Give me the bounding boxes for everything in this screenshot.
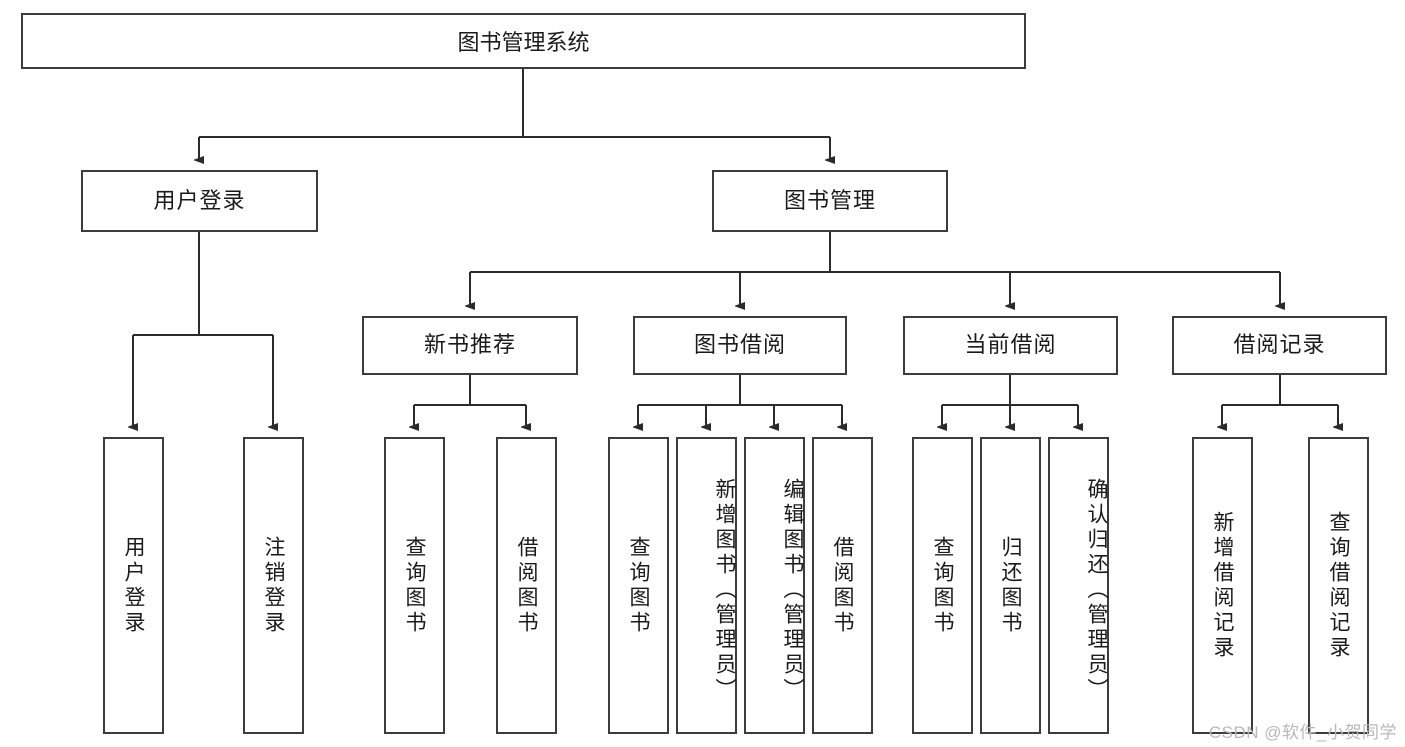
leaf-confirm-return-admin[interactable]: 确认归还（管理员） [1048,437,1109,734]
node-book-borrow[interactable]: 图书借阅 [633,316,847,375]
leaf-query-book-borrow[interactable]: 查询图书 [608,437,669,734]
leaf-query-book-recommend[interactable]: 查询图书 [384,437,445,734]
leaf-borrow-book[interactable]: 借阅图书 [812,437,873,734]
leaf-edit-book-admin[interactable]: 编辑图书（管理员） [744,437,805,734]
leaf-add-borrow-record[interactable]: 新增借阅记录 [1192,437,1253,734]
node-current-borrow[interactable]: 当前借阅 [903,316,1118,375]
leaf-query-book-current[interactable]: 查询图书 [912,437,973,734]
node-root-system[interactable]: 图书管理系统 [21,13,1026,69]
leaf-borrow-book-recommend[interactable]: 借阅图书 [496,437,557,734]
node-user-login[interactable]: 用户登录 [81,170,318,232]
leaf-user-login[interactable]: 用户登录 [103,437,164,734]
leaf-logout-login[interactable]: 注销登录 [243,437,304,734]
node-book-manage[interactable]: 图书管理 [712,170,948,232]
leaf-return-book[interactable]: 归还图书 [980,437,1041,734]
node-new-book-recommend[interactable]: 新书推荐 [362,316,578,375]
leaf-add-book-admin[interactable]: 新增图书（管理员） [676,437,737,734]
leaf-query-borrow-record[interactable]: 查询借阅记录 [1308,437,1369,734]
node-borrow-record[interactable]: 借阅记录 [1172,316,1387,375]
